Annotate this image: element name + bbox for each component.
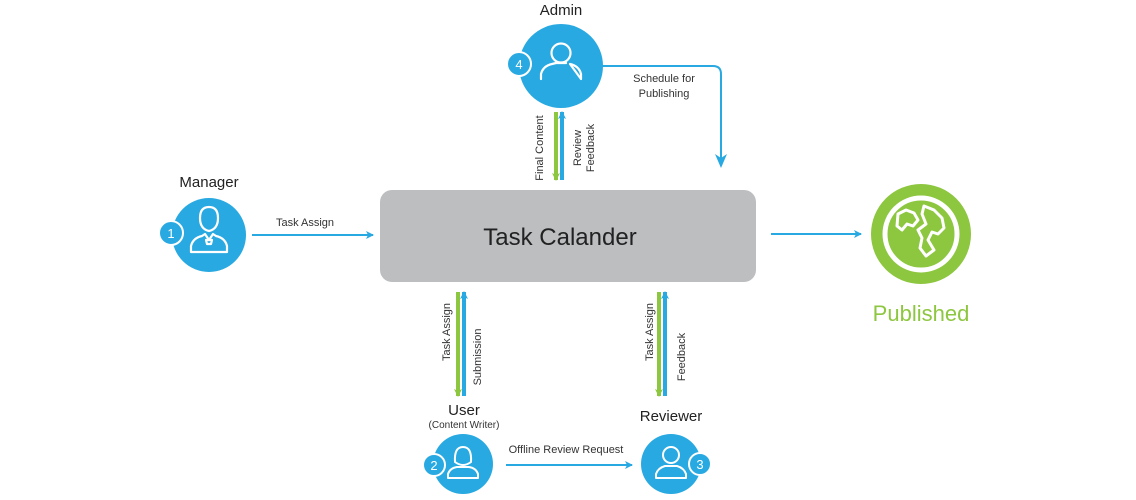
schedule-arrow <box>601 65 727 168</box>
offline-review-label: Offline Review Request <box>509 444 624 456</box>
task-calendar-node[interactable]: Task Calander <box>380 190 756 282</box>
user-female-icon <box>447 446 479 479</box>
reviewer-feedback-label: Feedback <box>676 332 688 381</box>
published-label: Published <box>873 301 970 326</box>
admin-badge-number: 4 <box>515 57 522 72</box>
task-assign-label: Task Assign <box>276 217 334 229</box>
user-icon <box>539 42 583 81</box>
task-calendar-label: Task Calander <box>483 224 636 251</box>
reviewer-node[interactable]: 3 <box>641 434 712 494</box>
writer-badge-number: 2 <box>430 458 437 473</box>
manager-badge-number: 1 <box>167 226 174 241</box>
published-node[interactable] <box>871 184 971 284</box>
admin-badge <box>506 51 532 77</box>
reviewer-task-assign-label: Task Assign <box>644 303 656 361</box>
schedule-label-line2: Publishing <box>639 88 690 100</box>
schedule-label-line1: Schedule for <box>633 73 695 85</box>
reviewer-label: Reviewer <box>640 408 703 425</box>
review-label-line2: Feedback <box>585 123 597 172</box>
manager-icon <box>189 205 229 254</box>
admin-circle <box>519 24 603 108</box>
writer-submission-label: Submission <box>472 329 484 386</box>
writer-badge <box>422 453 446 477</box>
globe-continents <box>895 204 946 258</box>
globe-icon <box>882 195 960 273</box>
manager-badge <box>158 220 184 246</box>
manager-label: Manager <box>179 174 238 191</box>
review-label-line1: Review <box>572 130 584 166</box>
manager-circle <box>172 198 246 272</box>
writer-task-assign-label: Task Assign <box>441 303 453 361</box>
final-content-label: Final Content <box>534 115 546 180</box>
user-icon <box>655 446 687 479</box>
writer-sublabel: (Content Writer) <box>429 420 500 431</box>
writer-node[interactable]: 2 <box>422 434 493 494</box>
writer-label: User <box>448 402 480 419</box>
reviewer-badge <box>688 452 712 476</box>
task-calendar-box <box>380 190 756 282</box>
admin-node[interactable]: 4 <box>506 24 603 108</box>
manager-node[interactable]: 1 <box>158 198 246 272</box>
admin-label: Admin <box>540 2 583 19</box>
reviewer-badge-number: 3 <box>696 457 703 472</box>
